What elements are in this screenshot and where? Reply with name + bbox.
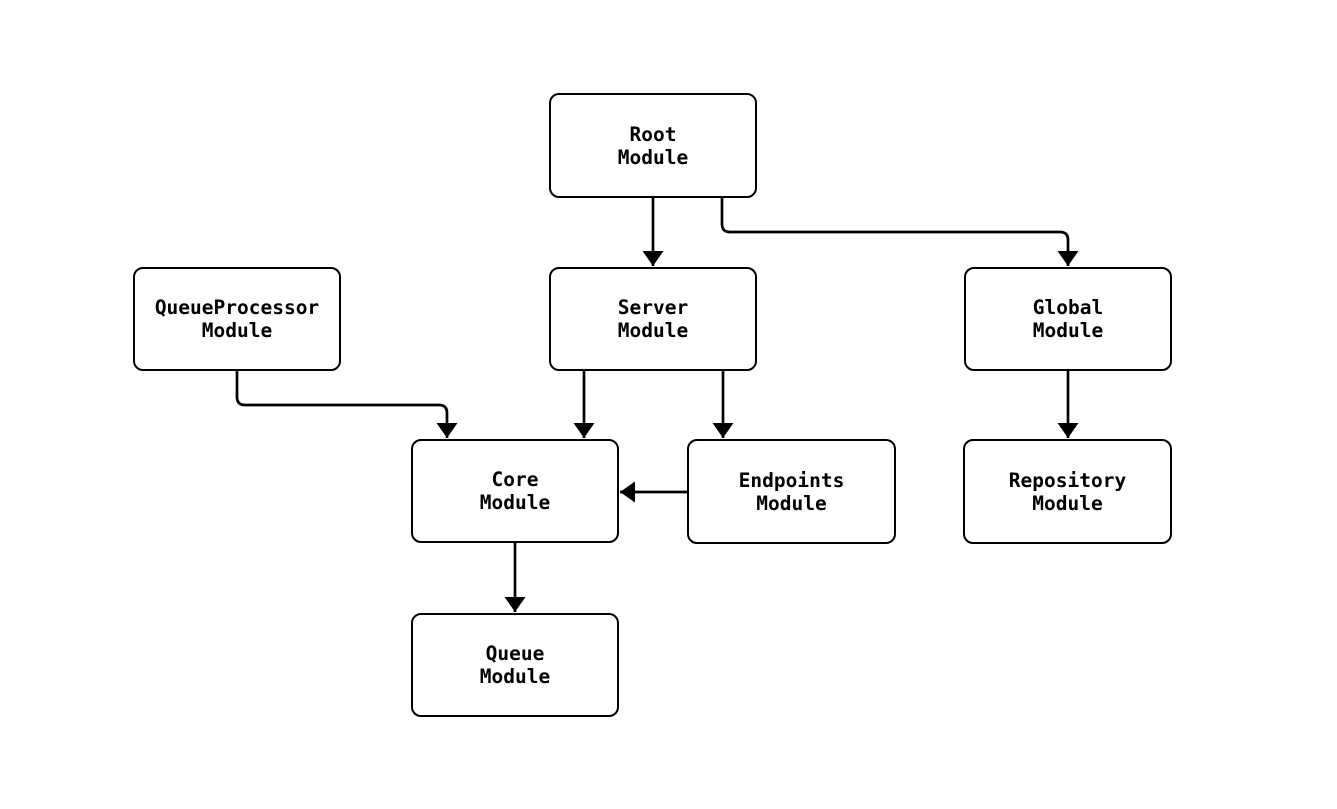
node-global: Global Module — [964, 267, 1172, 371]
node-label-repository: Repository Module — [1008, 468, 1127, 515]
node-label-endpoints: Endpoints Module — [738, 468, 845, 515]
node-server: Server Module — [549, 267, 757, 371]
node-queue: Queue Module — [411, 613, 619, 717]
node-label-global: Global Module — [1032, 296, 1104, 342]
node-label-core: Core Module — [479, 468, 551, 514]
node-queueprocessor: QueueProcessor Module — [133, 267, 341, 371]
edge-group — [235, 198, 1079, 612]
edge-queueprocessor-to-core — [235, 371, 458, 438]
node-repository: Repository Module — [963, 439, 1172, 544]
edge-root-to-global — [720, 198, 1079, 266]
node-label-server: Server Module — [617, 296, 689, 342]
node-label-root: Root Module — [617, 122, 689, 169]
node-label-queueprocessor: QueueProcessor Module — [154, 296, 320, 342]
node-core: Core Module — [411, 439, 619, 543]
node-root: Root Module — [549, 93, 757, 198]
node-label-queue: Queue Module — [479, 642, 551, 688]
node-endpoints: Endpoints Module — [687, 439, 896, 544]
